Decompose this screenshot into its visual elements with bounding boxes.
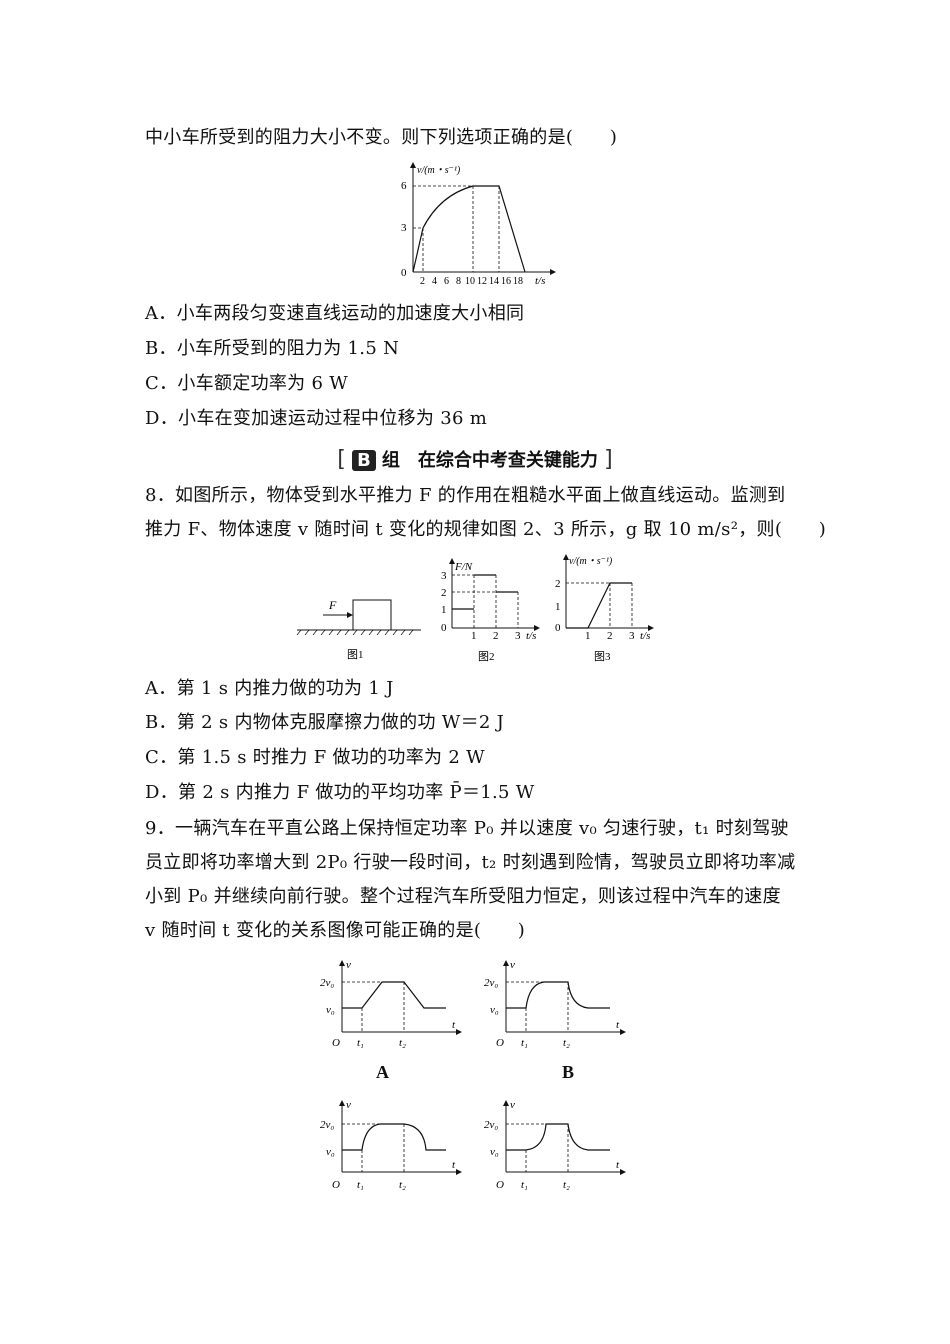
q8-option-d: D．第 2 s 内推力 F 做功的平均功率 P̄＝1.5 W	[145, 782, 535, 803]
q9-d-2v0: 2v₀	[484, 1119, 498, 1131]
q8-option-b: B．第 2 s 内物体克服摩擦力做的功 W＝2 J	[145, 712, 505, 733]
q8-fig2-caption: 图2	[478, 650, 495, 663]
q9-graph-c: v t O 2v₀ v₀ t₁ t₂	[320, 1099, 462, 1191]
q7-xtick: 4	[432, 276, 437, 287]
q9-d-t1: t₁	[521, 1179, 528, 1191]
q9-c-v0: v₀	[326, 1146, 335, 1158]
q8-fig3-ytick: 1	[555, 601, 561, 613]
section-left-bracket: [	[337, 447, 346, 472]
q8-fig1-caption: 图1	[347, 648, 364, 661]
q7-option-d: D．小车在变加速运动过程中位移为 36 m	[145, 408, 488, 429]
q9-d-t-label: t	[616, 1159, 620, 1171]
q9-c-t1: t₁	[357, 1179, 364, 1191]
q9-caption-b: B	[562, 1062, 575, 1082]
q7-xtick: 8	[456, 276, 461, 287]
q9-b-v0: v₀	[490, 1004, 499, 1016]
section-title: 组 在综合中考查关键能力	[381, 450, 598, 471]
q9-graph-d: v t O 2v₀ v₀ t₁ t₂	[484, 1099, 626, 1191]
q7-xlabel: t/s	[535, 275, 545, 287]
q8-fig3-xtick: 2	[607, 630, 613, 642]
q8-fig1-force-label: F	[328, 598, 337, 612]
q7-vt-chart: v/(m・s⁻¹) t/s 6 3 0 2 4 6 8 10 12 14 16 …	[401, 162, 556, 287]
q9-a-t-label: t	[452, 1019, 456, 1031]
q9-caption-a: A	[376, 1062, 389, 1082]
q8-fig2-ytick: 2	[441, 587, 447, 599]
q9-c-t-label: t	[452, 1159, 456, 1171]
section-group-box: B	[352, 450, 376, 471]
q9-b-2v0: 2v₀	[484, 977, 498, 989]
section-right-bracket: ]	[604, 447, 613, 472]
q9-c-t2: t₂	[399, 1179, 406, 1191]
q9-a-2v0: 2v₀	[320, 977, 334, 989]
q9-d-origin: O	[496, 1179, 504, 1191]
q7-option-a: A．小车两段匀变速直线运动的加速度大小相同	[145, 303, 525, 324]
q9-stem-line4: v 随时间 t 变化的关系图像可能正确的是( )	[145, 920, 526, 941]
q8-fig3-ytick: 2	[555, 578, 561, 590]
q7-xtick: 6	[444, 276, 449, 287]
q9-stem-line3: 小到 P₀ 并继续向前行驶。整个过程汽车所受阻力恒定，则该过程中汽车的速度	[145, 886, 781, 907]
q8-stem-line2: 推力 F、物体速度 v 随时间 t 变化的规律如图 2、3 所示，g 取 10 …	[145, 519, 827, 540]
q9-b-t1: t₁	[521, 1037, 528, 1049]
q7-xtick: 12	[477, 276, 487, 287]
q8-fig2-ytick: 1	[441, 604, 447, 616]
q7-origin: 0	[401, 267, 407, 279]
q9-graph-a: v t O 2v₀ v₀ t₁ t₂	[320, 959, 462, 1049]
q9-c-v-label: v	[346, 1099, 351, 1111]
q9-a-t2: t₂	[399, 1037, 406, 1049]
q8-fig3-xtick: 3	[629, 630, 635, 642]
q9-b-t2: t₂	[563, 1037, 570, 1049]
q9-b-t-label: t	[616, 1019, 620, 1031]
q8-fig3-xtick: 1	[585, 630, 591, 642]
q7-stem-tail: 中小车所受到的阻力大小不变。则下列选项正确的是( )	[145, 127, 618, 148]
q7-xtick: 14	[489, 276, 499, 287]
q7-option-b: B．小车所受到的阻力为 1.5 N	[145, 338, 400, 359]
q9-stem-line2: 员立即将功率增大到 2P₀ 行驶一段时间，t₂ 时刻遇到险情，驾驶员立即将功率减	[145, 852, 796, 873]
q7-xtick: 18	[513, 276, 523, 287]
q8-fig3-ytick: 0	[555, 622, 561, 634]
q7-option-c: C．小车额定功率为 6 W	[145, 373, 349, 394]
q8-fig2-ytick: 3	[441, 570, 447, 582]
q8-option-a: A．第 1 s 内推力做的功为 1 J	[145, 678, 394, 699]
q7-xtick: 16	[501, 276, 511, 287]
q7-xtick: 2	[420, 276, 425, 287]
q7-ytick-6: 6	[401, 180, 407, 192]
q8-fig2-xtick: 1	[471, 630, 477, 642]
q7-ytick-3: 3	[401, 222, 407, 234]
q8-stem-line1: 8．如图所示，物体受到水平推力 F 的作用在粗糙水平面上做直线运动。监测到	[145, 485, 786, 506]
q8-fig2-ytick: 0	[441, 622, 447, 634]
q9-stem-line1: 9．一辆汽车在平直公路上保持恒定功率 P₀ 并以速度 v₀ 匀速行驶，t₁ 时刻…	[145, 818, 789, 839]
q9-b-origin: O	[496, 1037, 504, 1049]
q8-fig2-force-time-chart: F/N t/s 3 2 1 0 1 2 3 图2	[441, 558, 540, 663]
q9-d-v-label: v	[510, 1099, 515, 1111]
q9-c-2v0: 2v₀	[320, 1119, 334, 1131]
q9-c-origin: O	[332, 1179, 340, 1191]
q9-a-t1: t₁	[357, 1037, 364, 1049]
q9-d-t2: t₂	[563, 1179, 570, 1191]
q8-option-c: C．第 1.5 s 时推力 F 做功的功率为 2 W	[145, 747, 485, 768]
q8-fig3-caption: 图3	[594, 650, 611, 663]
q8-fig3-xlabel: t/s	[640, 630, 650, 642]
q9-a-v0: v₀	[326, 1004, 335, 1016]
q8-fig3-velocity-time-chart: v/(m・s⁻¹) t/s 2 1 0 1 2 3 图3	[555, 554, 654, 663]
q7-ylabel: v/(m・s⁻¹)	[417, 165, 461, 176]
q8-fig2-xtick: 2	[493, 630, 499, 642]
q8-fig2-xtick: 3	[515, 630, 521, 642]
q8-fig2-xlabel: t/s	[526, 630, 536, 642]
q8-fig2-ylabel: F/N	[454, 561, 473, 573]
q7-xtick: 10	[465, 276, 475, 287]
q9-d-v0: v₀	[490, 1146, 499, 1158]
q9-graph-b: v t O 2v₀ v₀ t₁ t₂	[484, 959, 626, 1049]
q9-a-v-label: v	[346, 959, 351, 971]
q9-a-origin: O	[332, 1037, 340, 1049]
q8-fig1-block-diagram: F 图1	[296, 598, 421, 661]
q8-fig3-ylabel: v/(m・s⁻¹)	[569, 556, 613, 567]
q9-b-v-label: v	[510, 959, 515, 971]
